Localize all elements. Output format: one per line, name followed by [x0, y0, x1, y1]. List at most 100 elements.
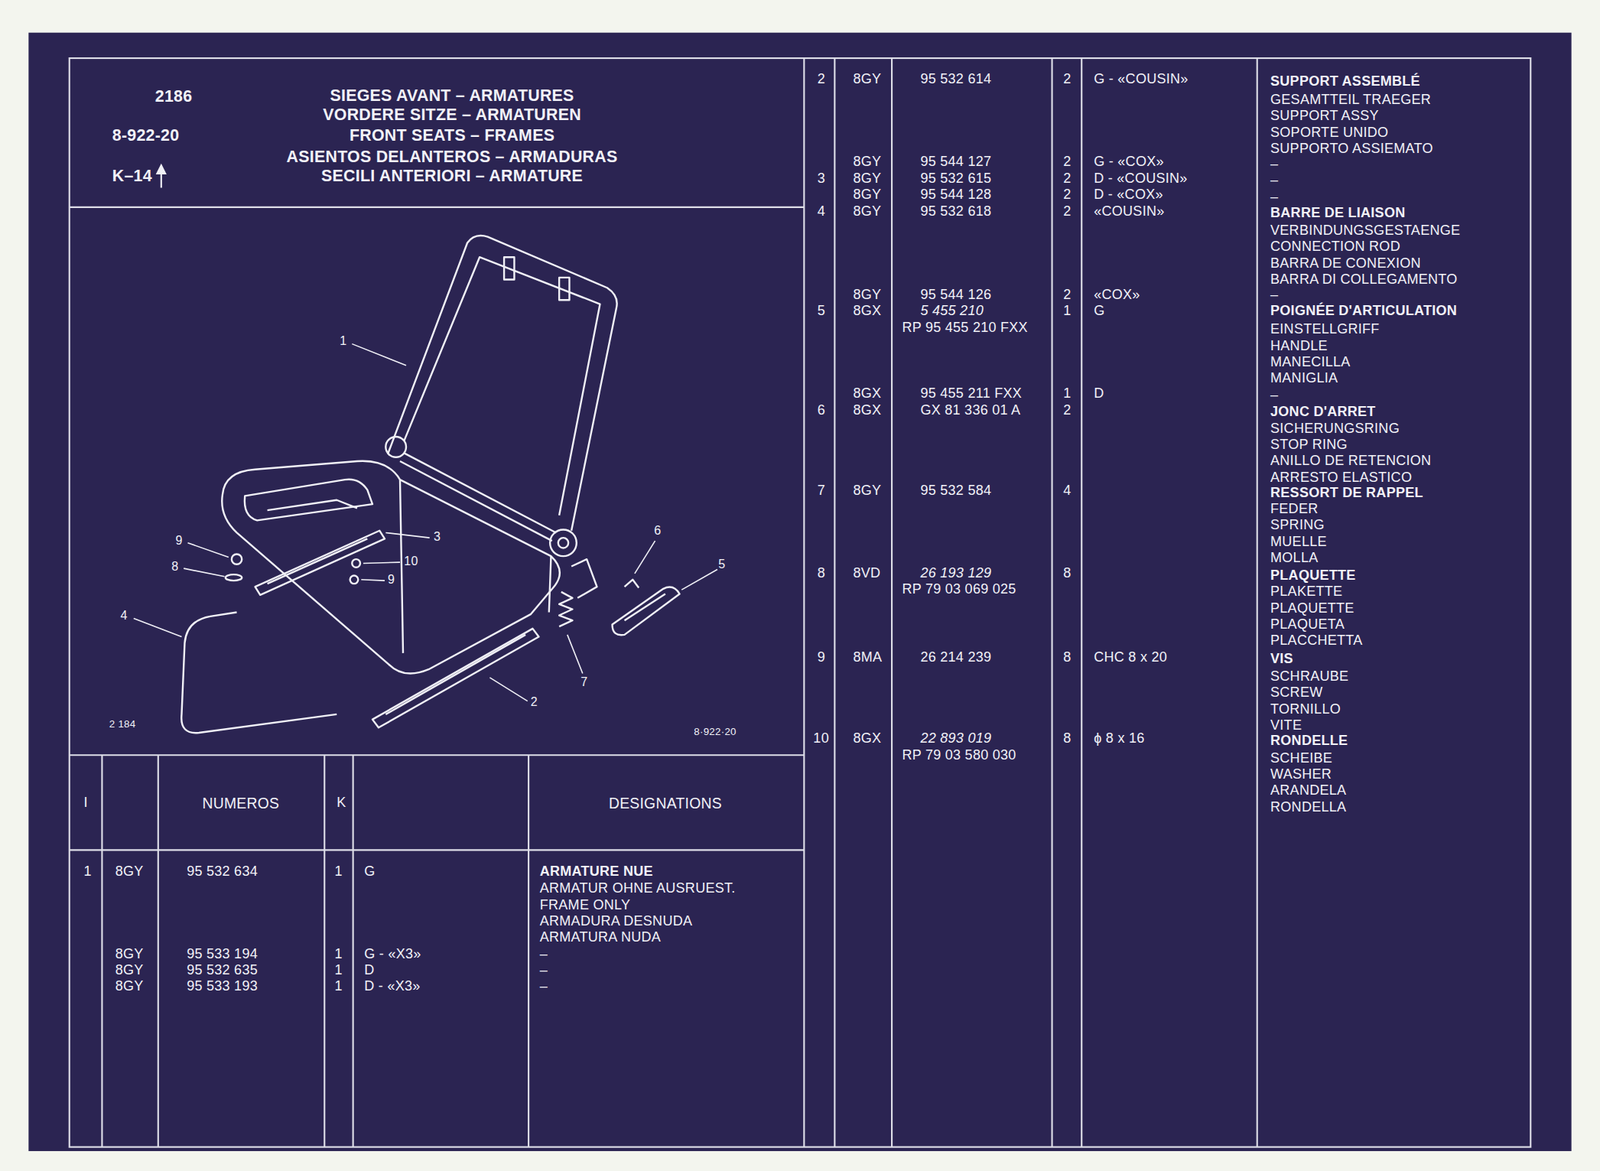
table-cell: 4: [817, 203, 826, 220]
table-cell: 1: [1063, 302, 1071, 319]
column-header: NUMEROS: [201, 794, 280, 812]
drawing-stroke: [571, 559, 597, 599]
table-cell: D - «COX»: [1093, 186, 1163, 203]
table-cell: 1: [334, 946, 343, 963]
drawing-stroke: [400, 479, 551, 654]
table-cell: VITE: [1270, 717, 1302, 734]
table-cell: 8GY: [852, 286, 882, 303]
table-cell: CHC 8 x 20: [1093, 649, 1168, 666]
drawing-stroke: [634, 540, 656, 574]
table-cell: 22 893 019: [920, 730, 992, 747]
table-cell: 2: [1063, 286, 1071, 303]
table-cell: G: [1093, 302, 1105, 319]
table-cell: 8GY: [852, 170, 882, 187]
drawing-stroke: [372, 628, 539, 728]
table-cell: 95 544 127: [920, 153, 992, 170]
table-cell: 2: [1063, 71, 1071, 88]
table-cell: RP 79 03 069 025: [901, 581, 1016, 598]
drawing-stroke: [624, 593, 666, 621]
column-header: DESIGNATIONS: [608, 794, 722, 812]
table-cell: 2: [1063, 402, 1071, 419]
table-cell: 8GX: [852, 302, 882, 319]
drawing-reference: 8·922·20: [693, 725, 737, 738]
table-cell: 1: [83, 863, 92, 880]
drawing-stroke: [244, 479, 373, 521]
table-cell: SOPORTE UNIDO: [1270, 124, 1389, 141]
table-cell: BARRA DE CONEXION: [1270, 255, 1422, 272]
table-cell: 95 532 584: [920, 482, 992, 499]
drawing-stroke: [489, 677, 527, 702]
drawing-stroke: [385, 436, 407, 458]
table-cell: 5: [817, 302, 826, 319]
table-cell: 8GX: [852, 730, 882, 747]
table-cell: RONDELLA: [1270, 799, 1347, 816]
table-grid: [69, 58, 1532, 1148]
table-cell: 8GX: [852, 402, 882, 419]
table-cell: 3: [817, 170, 826, 187]
table-cell: I: [83, 794, 88, 811]
callout-number: 3: [433, 530, 441, 545]
table-cell: –: [1270, 172, 1279, 189]
table-cell: D - «X3»: [364, 978, 420, 995]
drawing-stroke: [624, 579, 640, 589]
drawing-stroke: [1080, 58, 1083, 1148]
drawing-stroke: [69, 206, 805, 209]
table-cell: PLAKETTE: [1270, 583, 1343, 600]
table-cell: 95 533 194: [186, 946, 258, 963]
table-cell: G - «COUSIN»: [1093, 71, 1188, 88]
drawing-stroke: [1050, 58, 1053, 1148]
callout-number: 9: [387, 573, 395, 588]
table-cell: SUPPORTO ASSIEMATO: [1270, 140, 1434, 157]
table-cell: SUPPORT ASSY: [1270, 107, 1379, 124]
seat-frame-illustration: [181, 235, 680, 733]
table-cell: 95 532 634: [186, 863, 258, 880]
title-text: ASIENTOS DELANTEROS – ARMADURAS: [286, 147, 618, 167]
table-cell: 2: [1063, 170, 1071, 187]
table-cell: –: [1270, 188, 1279, 205]
table-cell: RONDELLE: [1270, 732, 1348, 749]
callout-number: 8: [171, 559, 179, 574]
table-cell: 95 532 618: [920, 203, 992, 220]
page-reference: 2186: [155, 87, 193, 108]
table-cell: 95 544 126: [920, 286, 992, 303]
drawing-stroke: [363, 562, 400, 563]
table-cell: 8: [1063, 730, 1071, 747]
title-text: SIEGES AVANT – ARMATURES: [329, 86, 574, 106]
drawing-stroke: [612, 587, 680, 636]
drawing-stroke: [403, 256, 600, 516]
table-cell: 8GY: [115, 863, 144, 880]
table-cell: 95 544 128: [920, 186, 992, 203]
table-cell: GESAMTTEIL TRAEGER: [1270, 91, 1431, 108]
table-cell: JONC D'ARRET: [1270, 403, 1376, 420]
drawing-stroke: [225, 574, 242, 581]
drawing-stroke: [567, 634, 583, 674]
drawing-stroke: [504, 256, 514, 280]
table-cell: 8VD: [852, 565, 881, 582]
table-cell: WASHER: [1270, 766, 1332, 783]
table-cell: EINSTELLGRIFF: [1270, 321, 1380, 338]
table-cell: GX 81 336 01 A: [920, 402, 1021, 419]
table-cell: BARRA DI COLLEGAMENTO: [1270, 271, 1457, 288]
table-cell: SPRING: [1270, 517, 1325, 534]
film-ground: [28, 32, 1571, 1152]
table-cell: –: [539, 962, 548, 979]
table-cell: STOP RING: [1270, 436, 1348, 453]
drawing-stroke: [352, 754, 355, 1147]
drawing-stroke: [350, 575, 359, 584]
table-cell: 9: [817, 649, 826, 666]
callout-number: 4: [120, 609, 127, 624]
callout-number: 5: [718, 558, 726, 573]
table-cell: 8: [1063, 649, 1071, 666]
table-cell: SCHEIBE: [1270, 750, 1333, 767]
table-cell: MANECILLA: [1270, 354, 1351, 371]
table-cell: 26 214 239: [920, 649, 992, 666]
title-text: FRONT SEATS – FRAMES: [349, 126, 555, 146]
drawing-stroke: [100, 754, 103, 1147]
drawing-stroke: [231, 553, 242, 564]
table-cell: 8GY: [115, 962, 144, 979]
table-cell: 8GY: [852, 482, 882, 499]
table-cell: 8GY: [852, 153, 882, 170]
table-cell: SICHERUNGSRING: [1270, 420, 1400, 437]
table-cell: «COX»: [1093, 286, 1140, 303]
table-cell: 2: [1063, 203, 1071, 220]
